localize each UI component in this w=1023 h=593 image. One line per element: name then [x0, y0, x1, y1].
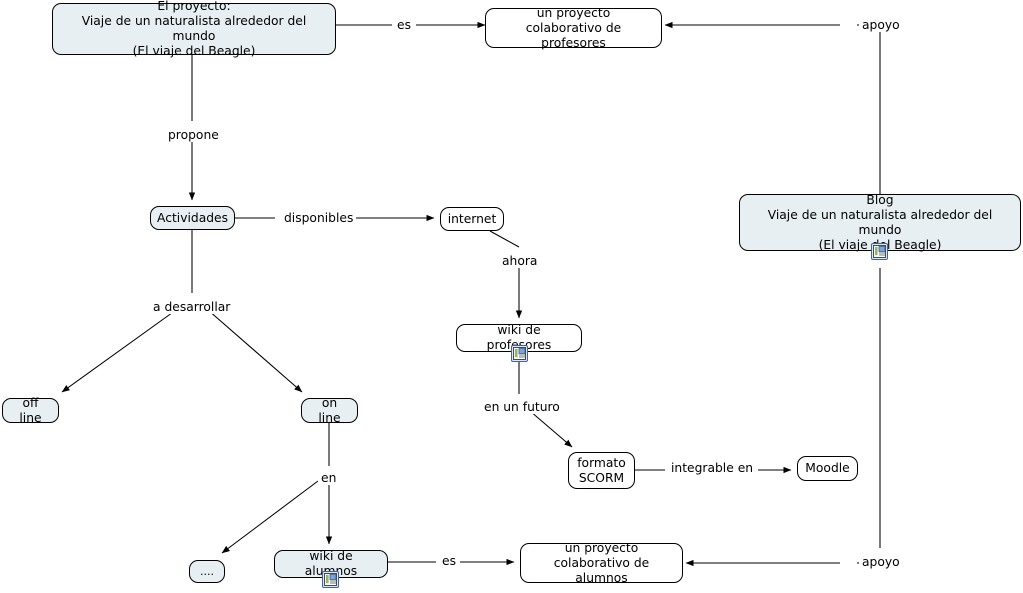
edge-label-disponibles: disponibles: [281, 211, 357, 225]
node-on-line[interactable]: on line: [301, 396, 358, 425]
edge-label-apoyo-top: apoyo: [859, 18, 903, 32]
edge-label-en-un-futuro: en un futuro: [481, 400, 563, 414]
edge-label-propone: propone: [165, 128, 222, 142]
node-proyecto-colaborativo-profesores[interactable]: un proyecto colaborativo de profesores: [485, 6, 662, 50]
edge-label-es-alumnos: es: [439, 554, 459, 568]
edge-line-ahora-upper: [489, 230, 520, 248]
resource-document-icon[interactable]: [511, 345, 528, 362]
node-proyecto-colaborativo-alumnos[interactable]: un proyecto colaborativo de alumnos: [520, 541, 683, 585]
node-actividades[interactable]: Actividades: [150, 206, 235, 230]
edge-arrow-offline: [61, 309, 177, 393]
edge-arrow-puntos: [221, 480, 319, 554]
edge-label-integrable-en: integrable en: [668, 461, 757, 475]
edge-label-ahora: ahora: [499, 254, 541, 268]
node-internet[interactable]: internet: [440, 207, 504, 231]
resource-document-icon[interactable]: [871, 243, 888, 260]
node-proyecto[interactable]: El proyecto: Viaje de un naturalista alr…: [52, 0, 336, 58]
edge-label-en: en: [318, 471, 340, 485]
node-moodle[interactable]: Moodle: [797, 456, 858, 481]
node-blog[interactable]: Blog Viaje de un naturalista alrededor d…: [739, 193, 1021, 252]
edge-arrow-online: [207, 309, 303, 393]
node-puntos-suspensivos[interactable]: ....: [189, 560, 225, 583]
edge-arrow-futuro: [529, 410, 573, 448]
node-off-line[interactable]: off line: [2, 396, 59, 425]
resource-document-icon[interactable]: [322, 571, 339, 588]
edge-label-a-desarrollar: a desarrollar: [150, 300, 234, 314]
edge-label-apoyo-bottom: apoyo: [859, 555, 903, 569]
edge-label-es-profesores: es: [394, 18, 414, 32]
node-formato-scorm[interactable]: formato SCORM: [568, 452, 635, 489]
